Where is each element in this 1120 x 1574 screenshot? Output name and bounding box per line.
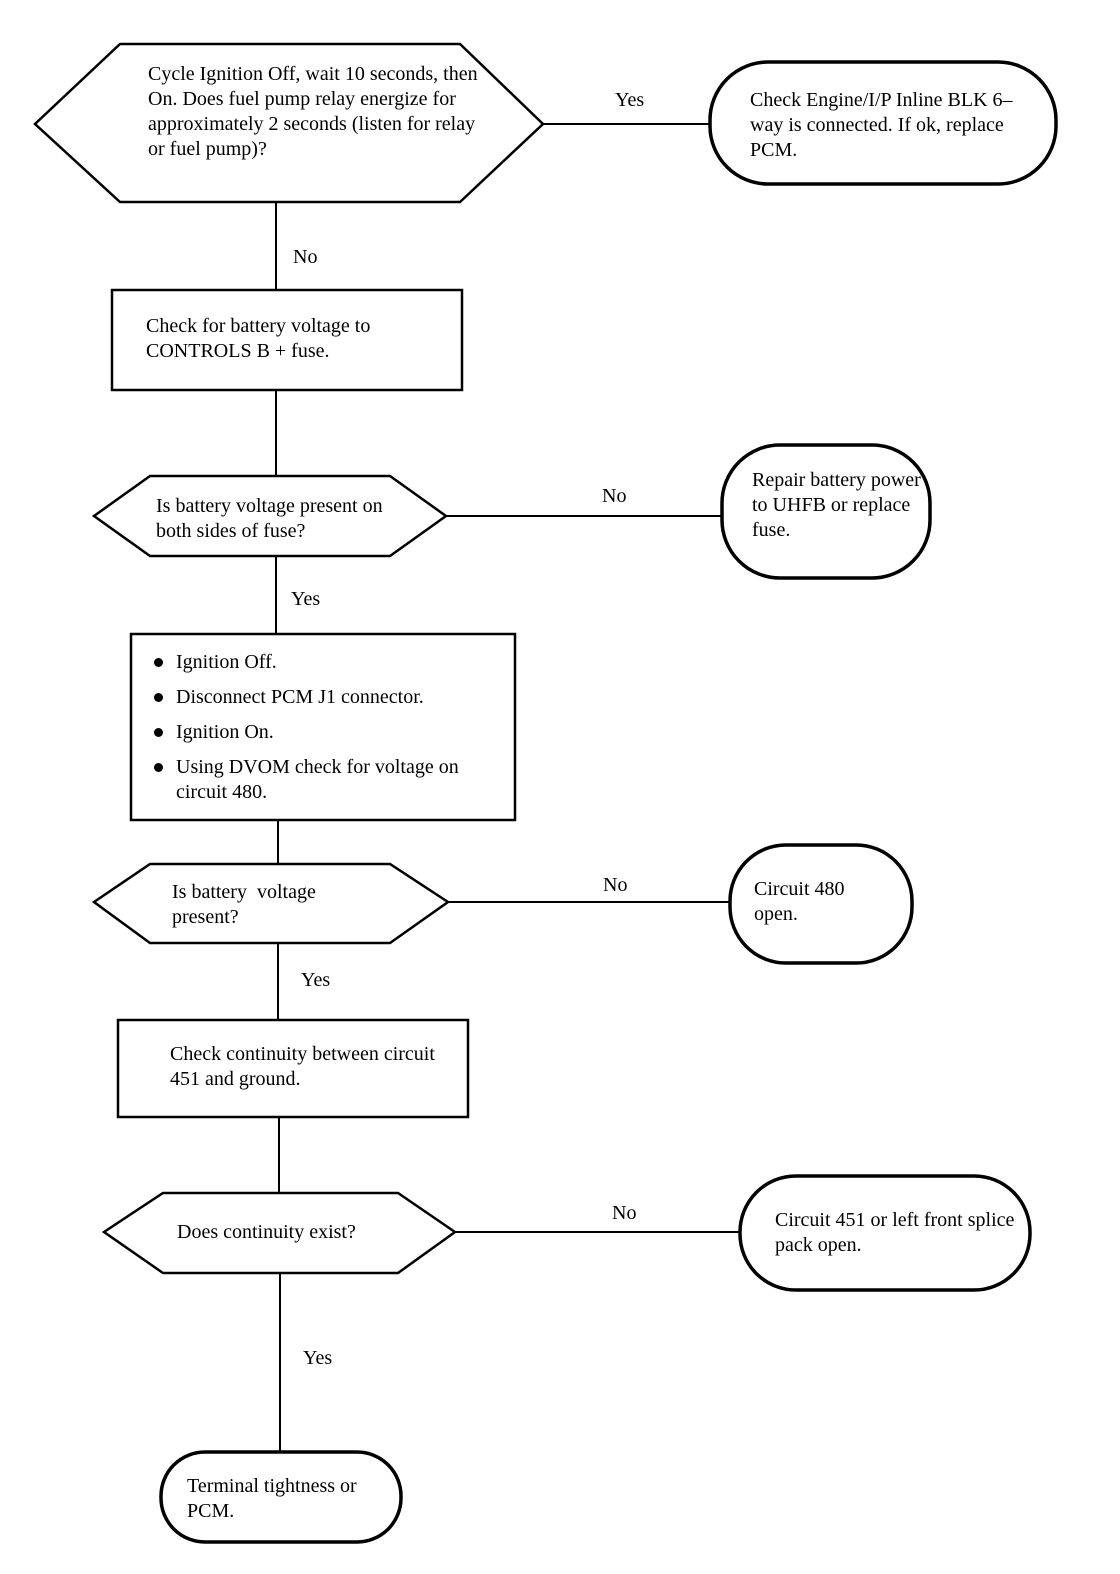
terminal-3-text: Circuit 480 open. bbox=[754, 878, 845, 925]
decision-2-text: Is battery voltage present on both sides… bbox=[156, 495, 383, 542]
decision-4-no-label: No bbox=[612, 1202, 637, 1224]
decision-4-shape bbox=[101, 1191, 458, 1275]
process-2-checklist: Ignition Off. Disconnect PCM J1 connecto… bbox=[152, 650, 502, 815]
checklist-item: Ignition Off. bbox=[152, 650, 502, 675]
decision-3-text: Is battery voltage present? bbox=[172, 881, 321, 928]
decision-3-shape bbox=[91, 862, 451, 945]
terminal-5-shape bbox=[159, 1450, 403, 1544]
decision-1-no-label: No bbox=[293, 246, 318, 268]
terminal-2-text: Repair battery power to UHFB or replace … bbox=[752, 469, 921, 541]
terminal-5-text: Terminal tightness or PCM. bbox=[187, 1475, 357, 1522]
process-1-shape bbox=[110, 288, 464, 392]
terminal-2-shape bbox=[720, 443, 932, 580]
decision-3-no-label: No bbox=[603, 874, 628, 896]
process-1-text: Check for battery voltage to CONTROLS B … bbox=[146, 315, 371, 362]
process-2-shape bbox=[129, 632, 517, 822]
decision-1-shape bbox=[33, 42, 545, 204]
checklist-item: Disconnect PCM J1 connector. bbox=[152, 685, 502, 710]
terminal-1-text: Check Engine/I/P Inline BLK 6–way is con… bbox=[750, 89, 1013, 161]
decision-2-yes-label: Yes bbox=[291, 588, 321, 610]
decision-4-yes-label: Yes bbox=[303, 1347, 333, 1369]
decision-3-yes-label: Yes bbox=[301, 969, 331, 991]
decision-2-no-label: No bbox=[602, 485, 627, 507]
terminal-4-text: Circuit 451 or left front splice pack op… bbox=[775, 1209, 1015, 1256]
process-3-shape bbox=[116, 1018, 470, 1119]
decision-1-text: Cycle Ignition Off, wait 10 seconds, the… bbox=[148, 63, 478, 160]
decision-4-text: Does continuity exist? bbox=[177, 1221, 356, 1243]
terminal-4-shape bbox=[738, 1174, 1032, 1292]
terminal-1-shape bbox=[708, 60, 1058, 186]
terminal-3-shape bbox=[728, 843, 914, 965]
process-3-text: Check continuity between circuit 451 and… bbox=[170, 1043, 435, 1090]
decision-1-yes-label: Yes bbox=[615, 89, 645, 111]
decision-2-shape bbox=[91, 474, 449, 558]
checklist-item: Using DVOM check for voltage on circuit … bbox=[152, 755, 502, 805]
checklist-item: Ignition On. bbox=[152, 720, 502, 745]
